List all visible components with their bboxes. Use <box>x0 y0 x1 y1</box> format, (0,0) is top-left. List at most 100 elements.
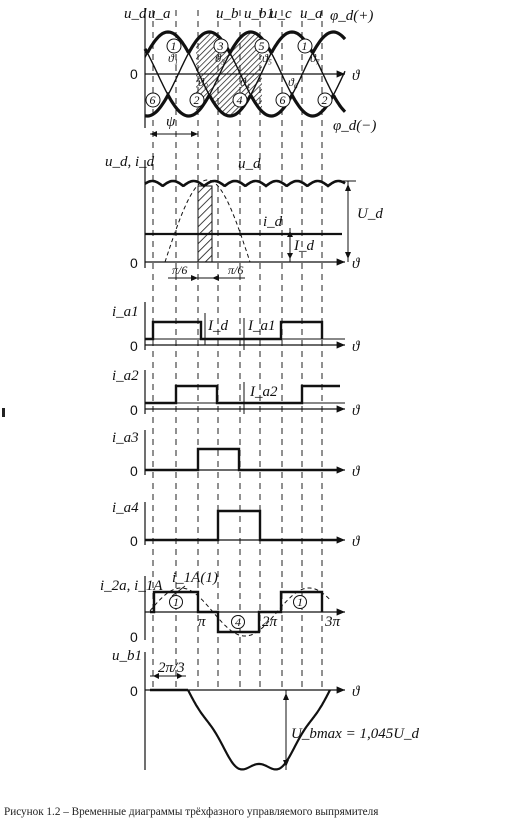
ia4-pulse <box>145 509 340 542</box>
top-diode-2-number: 3 <box>217 39 224 53</box>
i2a-i1a-panel: 1 4 1 i_2a, i_1A i_1A(1) π 2π 3π 0 <box>100 570 345 645</box>
label-v1: ϑ₁ <box>168 51 178 65</box>
zero-label-3: 0 <box>130 338 138 354</box>
bottom-diode-4-circle <box>275 92 291 108</box>
label-ub1: u_b1 <box>244 6 274 22</box>
top-diode-4-circle <box>297 38 313 54</box>
phase-wave-2 <box>144 31 346 117</box>
label-Id: I_d <box>293 238 314 254</box>
label-v2: ϑ₂ <box>198 75 208 89</box>
zero-label-6: 0 <box>130 533 138 549</box>
theta-label-3: ϑ <box>352 339 361 355</box>
label-ua-right: u_a <box>300 6 323 22</box>
label-pi6-right: π/6 <box>228 263 243 277</box>
ub1-voltage-curve <box>187 689 331 771</box>
label-i2a-i1a: i_2a, i_1A <box>100 578 163 594</box>
label-x-2pi: 2π <box>262 614 278 630</box>
bottom-diode-4-number: 6 <box>280 93 286 107</box>
label-ia4: i_a4 <box>112 500 139 516</box>
label-phi-plus: φ_d(+) <box>330 8 373 24</box>
label-v5: ϑ₅ <box>262 51 272 65</box>
theta-label-5: ϑ <box>352 464 361 480</box>
rectified-output-panel: u_d, i_d u_d i_d I_d U_d 0 ϑ π/6 π/6 <box>105 154 383 281</box>
figure-caption: Рисунок 1.2 – Временные диаграммы трёхфа… <box>4 806 379 818</box>
label-ia2: i_a2 <box>112 368 139 384</box>
bottom-diode-5-circle <box>317 92 333 108</box>
fundamental-current-dashed <box>149 587 331 637</box>
theta-label-8: ϑ <box>352 684 361 700</box>
label-id-curve: i_d <box>263 214 283 230</box>
hatched-conduction-strip <box>197 185 213 263</box>
label-ubmax: U_bmax = 1,045U_d <box>291 726 420 742</box>
label-i1a1: i_1A(1) <box>172 570 218 586</box>
label-ub1-axis: u_b1 <box>112 648 142 664</box>
zero-label: 0 <box>130 66 138 82</box>
bottom-diode-2-number: 2 <box>194 93 200 107</box>
rectified-voltage-ripple <box>144 179 346 188</box>
circle-neg-label: 4 <box>235 615 241 629</box>
ia2-pulse-train <box>145 384 340 405</box>
label-phi-minus: φ_d(−) <box>333 118 376 134</box>
label-ia1: i_a1 <box>112 304 139 320</box>
label-v7: ϑ₇ <box>310 51 320 65</box>
label-ua-left: u_a <box>148 6 171 22</box>
theta-label-4: ϑ <box>352 403 361 419</box>
ia2-panel: i_a2 I_a2 0 ϑ <box>112 368 361 419</box>
ia1-panel: i_a1 I_d I_a1 0 ϑ <box>112 302 361 355</box>
bottom-diode-1-circle <box>145 92 161 108</box>
top-diode-3-circle <box>254 38 270 54</box>
label-v4: ϑ₄ <box>240 75 250 89</box>
circle-pos-label-2: 1 <box>297 595 303 609</box>
label-v6: ϑ₆ <box>288 75 298 89</box>
label-x-pi: π <box>198 614 206 630</box>
label-2pi3: 2π/3 <box>158 660 185 676</box>
zero-label-8: 0 <box>130 683 138 699</box>
label-Ud: U_d <box>357 206 383 222</box>
label-ud: u_d <box>124 6 147 22</box>
circle-pos-marker-2: 1 <box>293 595 307 609</box>
theta-label: ϑ <box>352 68 361 84</box>
label-Ia2: I_a2 <box>249 384 278 400</box>
bottom-diode-1-number: 6 <box>150 93 156 107</box>
label-Id-ia1: I_d <box>207 318 228 334</box>
bottom-diode-3-circle <box>232 92 248 108</box>
zero-label-7: 0 <box>130 629 138 645</box>
label-x-3pi: 3π <box>324 614 341 630</box>
label-ub: u_b <box>216 6 239 22</box>
bottom-diode-5-number: 2 <box>322 93 328 107</box>
top-diode-1-circle <box>166 38 182 54</box>
circle-pos-label: 1 <box>173 595 179 609</box>
zero-label-5: 0 <box>130 463 138 479</box>
label-psi: ψ <box>166 114 176 130</box>
ia1-pulse-train <box>145 320 324 341</box>
margin-tick-mark <box>2 408 5 417</box>
i2a-current-steps <box>150 590 324 634</box>
phase-voltage-panel: 1 3 5 1 6 2 4 6 2 u_d u_a u_b u_b1 u_c u_a φ_d(… <box>124 6 376 137</box>
vertical-guide-lines <box>152 10 323 690</box>
zero-label-4: 0 <box>130 402 138 418</box>
top-diode-3-number: 5 <box>259 39 265 53</box>
theta-label-2: ϑ <box>352 256 361 272</box>
label-Ia1: I_a1 <box>247 318 276 334</box>
upper-envelope-curve <box>143 30 347 57</box>
theta-label-6: ϑ <box>352 534 361 550</box>
top-diode-1-number: 1 <box>171 39 177 53</box>
timing-diagram-figure: 1 3 5 1 6 2 4 6 2 u_d u_a u_b u_b1 u_c u_a φ_d(… <box>100 6 420 771</box>
label-ia3: i_a3 <box>112 430 139 446</box>
zero-label-2: 0 <box>130 255 138 271</box>
label-ud-id: u_d, i_d <box>105 154 155 170</box>
circle-neg-marker: 4 <box>231 615 245 629</box>
ub1-panel: u_b1 2π/3 U_bmax = 1,045U_d 0 ϑ <box>112 648 420 771</box>
ia3-pulse <box>145 447 340 472</box>
label-pi6-left: π/6 <box>172 263 187 277</box>
top-diode-4-number: 1 <box>302 39 308 53</box>
bottom-diode-2-circle <box>189 92 205 108</box>
label-uc: u_c <box>270 6 292 22</box>
top-diode-circles: 1 3 5 1 <box>166 38 313 54</box>
bottom-diode-circles: 6 2 4 6 2 <box>145 92 333 108</box>
label-v3: ϑ₃ <box>215 51 225 65</box>
label-ud-curve: u_d <box>238 156 261 172</box>
bottom-diode-3-number: 4 <box>237 93 243 107</box>
top-diode-2-circle <box>213 38 229 54</box>
phase-sine-dashed <box>164 179 251 263</box>
